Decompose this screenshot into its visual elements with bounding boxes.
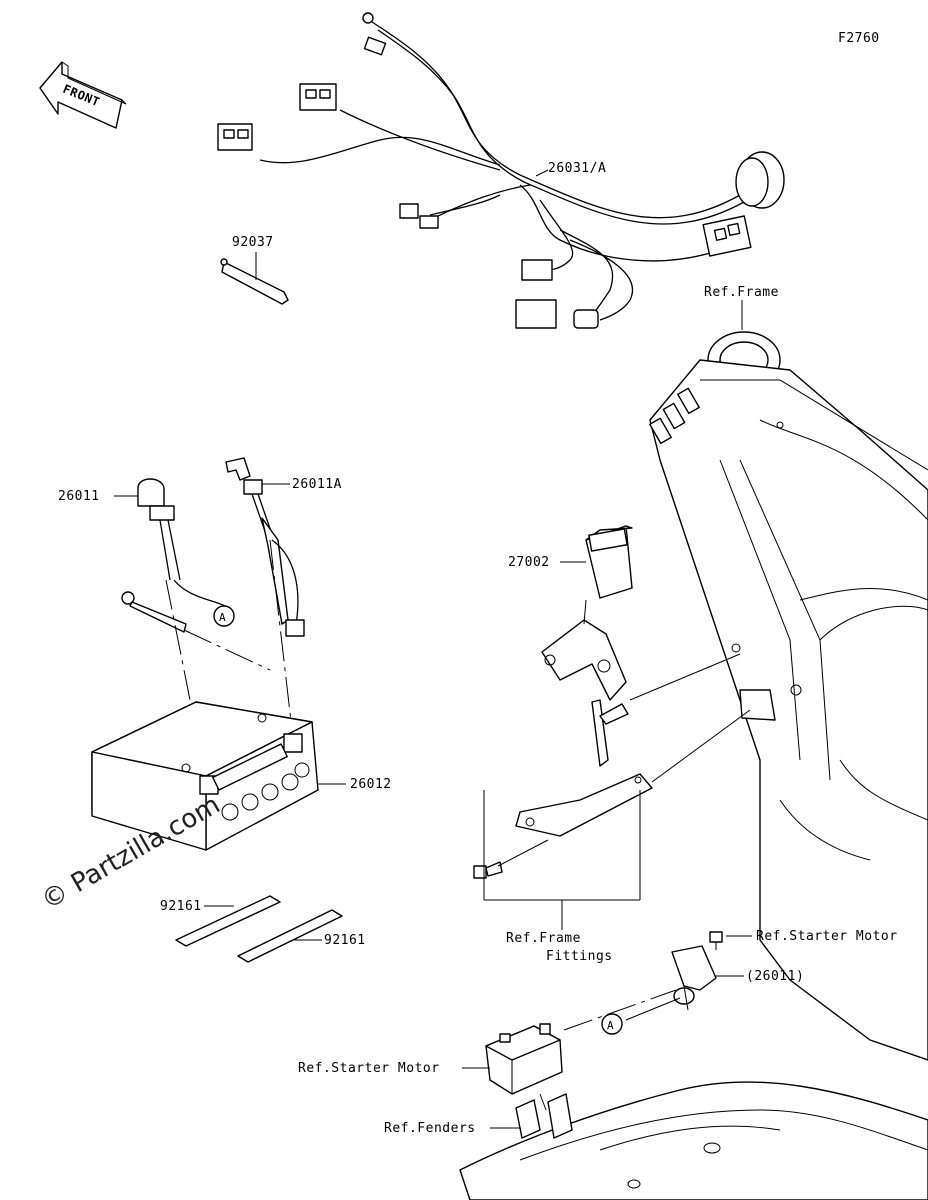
terminal-cover-part	[671, 945, 717, 1011]
label-ref-frame: Ref.Frame	[704, 285, 779, 300]
wiring-harness	[217, 12, 785, 329]
label-pad-2: 92161	[324, 933, 366, 948]
diagram-id: F2760	[838, 31, 880, 46]
battery-part	[91, 701, 319, 851]
relay-part	[585, 525, 633, 599]
label-cable-ref: (26011)	[746, 969, 804, 984]
front-arrow-icon: FRONT	[39, 61, 127, 129]
label-ref-frame-fittings-2: Fittings	[546, 949, 613, 964]
callout-a-left: A	[213, 605, 235, 627]
pad-2-part	[237, 909, 343, 963]
label-cable-neg: 26011A	[292, 477, 342, 492]
fender-part	[459, 1081, 928, 1200]
callout-a-right-text: A	[607, 1019, 614, 1032]
bolt-part	[473, 861, 503, 879]
label-ref-starter-motor-1: Ref.Starter Motor	[756, 929, 898, 944]
label-ref-starter-motor-2: Ref.Starter Motor	[298, 1061, 440, 1076]
label-strap: 92037	[232, 235, 274, 250]
frame-part	[649, 331, 928, 1061]
relay-bracket	[515, 619, 653, 837]
label-relay: 27002	[508, 555, 550, 570]
label-ref-fenders: Ref.Fenders	[384, 1121, 476, 1136]
label-harness: 26031/A	[548, 161, 606, 176]
label-battery: 26012	[350, 777, 392, 792]
screw-part	[709, 931, 723, 950]
pad-1-part	[175, 895, 281, 947]
label-ref-frame-fittings-1: Ref.Frame	[506, 931, 581, 946]
strap-part	[220, 258, 289, 305]
negative-cable	[225, 457, 305, 637]
label-cable-pos: 26011	[58, 489, 100, 504]
starter-motor-part	[485, 1023, 563, 1095]
callout-a-left-text: A	[219, 611, 226, 624]
callout-a-right: A	[601, 1013, 623, 1035]
label-pad-1: 92161	[160, 899, 202, 914]
positive-cable	[121, 478, 233, 633]
